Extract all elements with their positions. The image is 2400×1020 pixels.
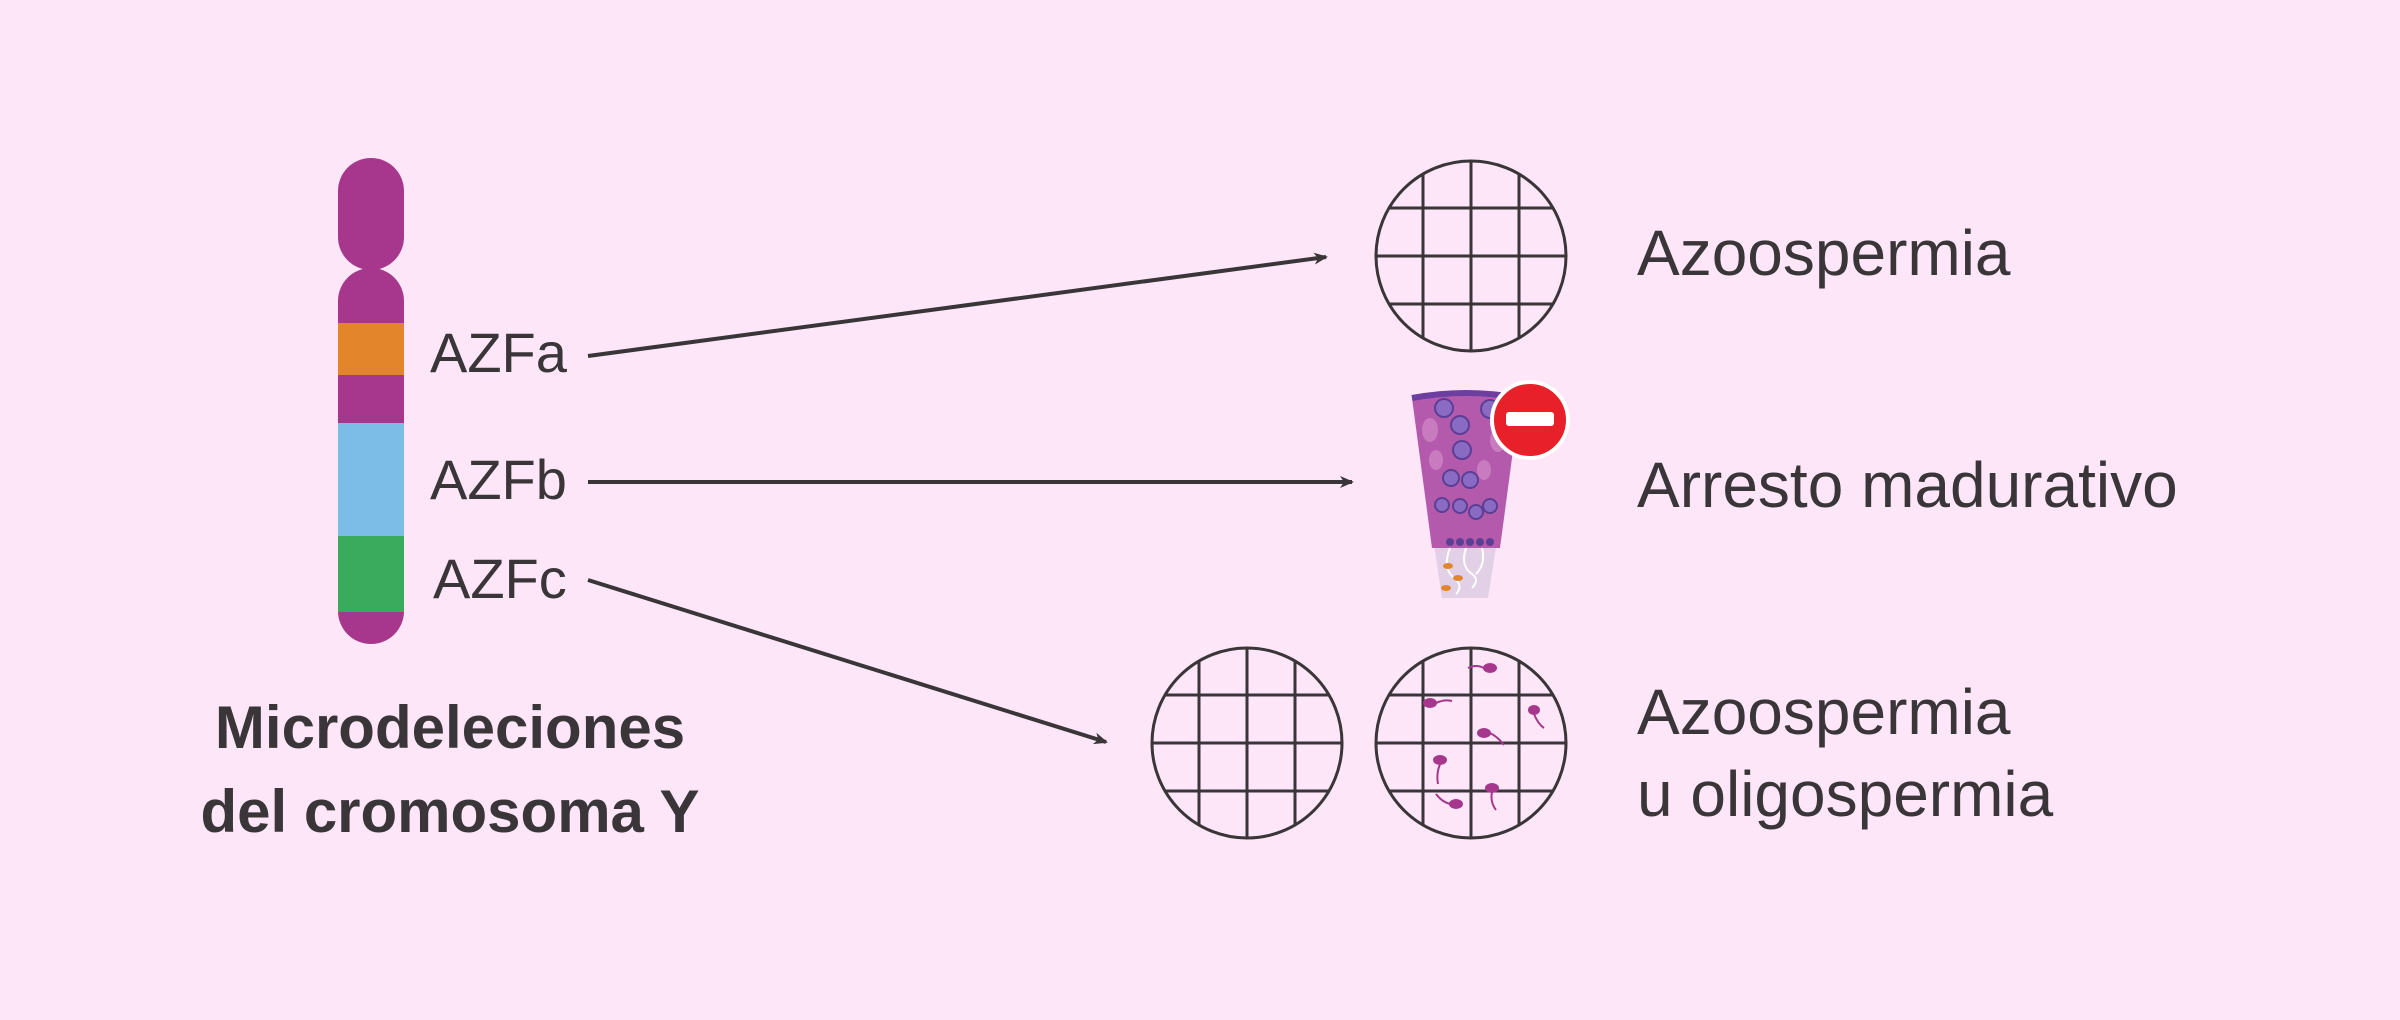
arrow-azfc bbox=[587, 578, 1108, 745]
region-azfc-band bbox=[338, 536, 404, 612]
region-azfb-band bbox=[338, 423, 404, 536]
stop-icon bbox=[1490, 380, 1570, 460]
region-azfa-band bbox=[338, 323, 404, 375]
outcome-azfa-line-1: Azoospermia bbox=[1637, 217, 2011, 289]
sperm-sample-icon bbox=[1374, 646, 1568, 840]
outcome-azfb-line-1: Arresto madurativo bbox=[1637, 449, 2178, 521]
diagram-caption: Microdeleciones del cromosoma Y bbox=[150, 686, 750, 854]
region-label-azfa: AZFa bbox=[430, 321, 567, 384]
outcome-azfa: Azoospermia bbox=[1637, 213, 2011, 295]
caption-line-2: del cromosoma Y bbox=[200, 778, 700, 845]
arrow-azfa bbox=[587, 252, 1328, 358]
chromosome-short-arm bbox=[338, 158, 404, 270]
outcome-azfc-line-2: u oligospermia bbox=[1637, 757, 2054, 830]
caption-line-1: Microdeleciones bbox=[214, 694, 686, 761]
chromosome-icon bbox=[338, 158, 404, 644]
empty-sample-icon bbox=[1374, 159, 1568, 353]
outcome-azfb: Arresto madurativo bbox=[1637, 445, 2178, 527]
region-label-azfb: AZFb bbox=[430, 448, 567, 511]
outcome-azfc: Azoospermia u oligospermia bbox=[1637, 672, 2053, 836]
empty-sample-icon bbox=[1150, 646, 1344, 840]
outcome-azfc-line-1: Azoospermia bbox=[1637, 676, 2011, 748]
region-label-azfc: AZFc bbox=[433, 547, 567, 610]
